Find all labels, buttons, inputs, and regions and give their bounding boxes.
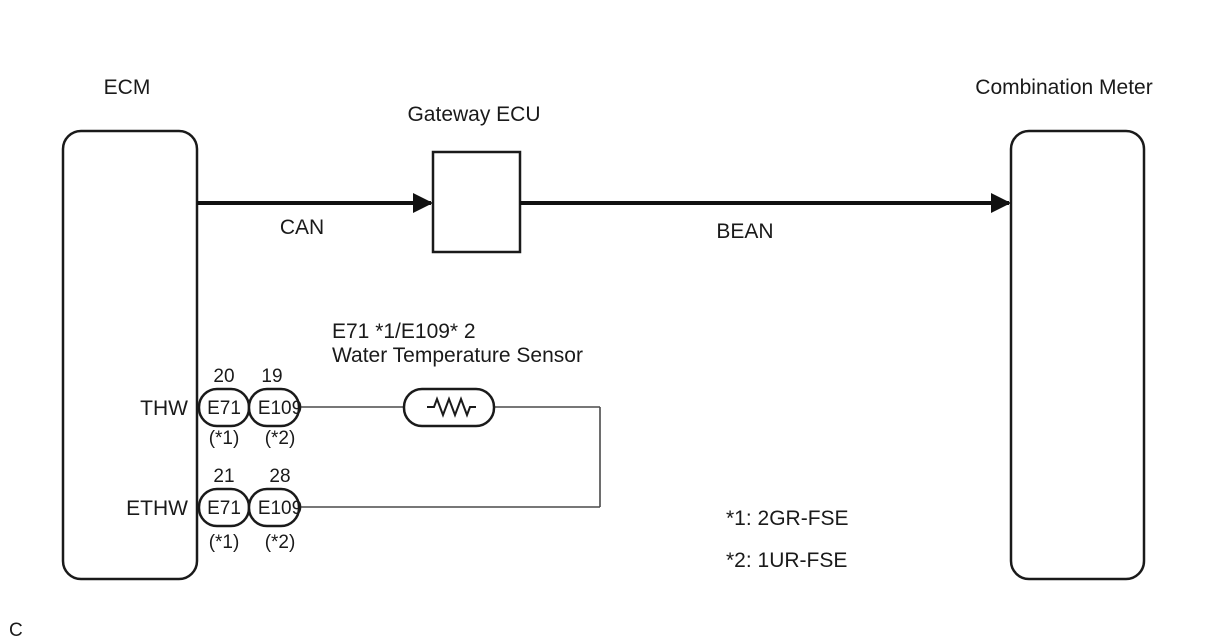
- thw-e109-connector: [247, 387, 301, 428]
- combination-meter-block: [1009, 129, 1146, 581]
- ethw-e71-pin: 21: [213, 466, 234, 487]
- ecm-block: [61, 129, 199, 581]
- thw-e109-note: (*2): [265, 428, 296, 449]
- thw-e71-pin: 20: [213, 366, 234, 387]
- ethw-e109-note: (*2): [265, 532, 296, 553]
- sensor-connector-label: E71 *1/E109* 2: [332, 320, 476, 343]
- footnote-2: *2: 1UR-FSE: [726, 549, 847, 572]
- thw-e109-pin: 19: [261, 366, 282, 387]
- thw-e71-connector-id: E71: [207, 398, 241, 419]
- ethw-e71-note: (*1): [209, 532, 240, 553]
- can-label: CAN: [280, 216, 324, 239]
- gateway-ecu-label: Gateway ECU: [407, 103, 540, 126]
- ethw-e109-connector: [247, 487, 301, 528]
- ethw-e109-connector-id: E109: [258, 498, 302, 519]
- resistor-icon: [427, 396, 476, 418]
- bean-label: BEAN: [716, 220, 773, 243]
- footnote-1: *1: 2GR-FSE: [726, 507, 849, 530]
- thw-e71-note: (*1): [209, 428, 240, 449]
- water-temperature-sensor: [402, 387, 496, 428]
- combination-meter-label: Combination Meter: [975, 76, 1152, 99]
- corner-label: C: [9, 620, 23, 641]
- ethw-e71-connector-id: E71: [207, 498, 241, 519]
- ethw-e109-pin: 28: [269, 466, 290, 487]
- ethw-signal-label: ETHW: [126, 497, 188, 520]
- ecm-label: ECM: [104, 76, 151, 99]
- thw-e109-connector-id: E109: [258, 398, 302, 419]
- gateway-ecu-block: [431, 150, 522, 254]
- thw-signal-label: THW: [140, 397, 188, 420]
- sensor-name-label: Water Temperature Sensor: [332, 344, 583, 367]
